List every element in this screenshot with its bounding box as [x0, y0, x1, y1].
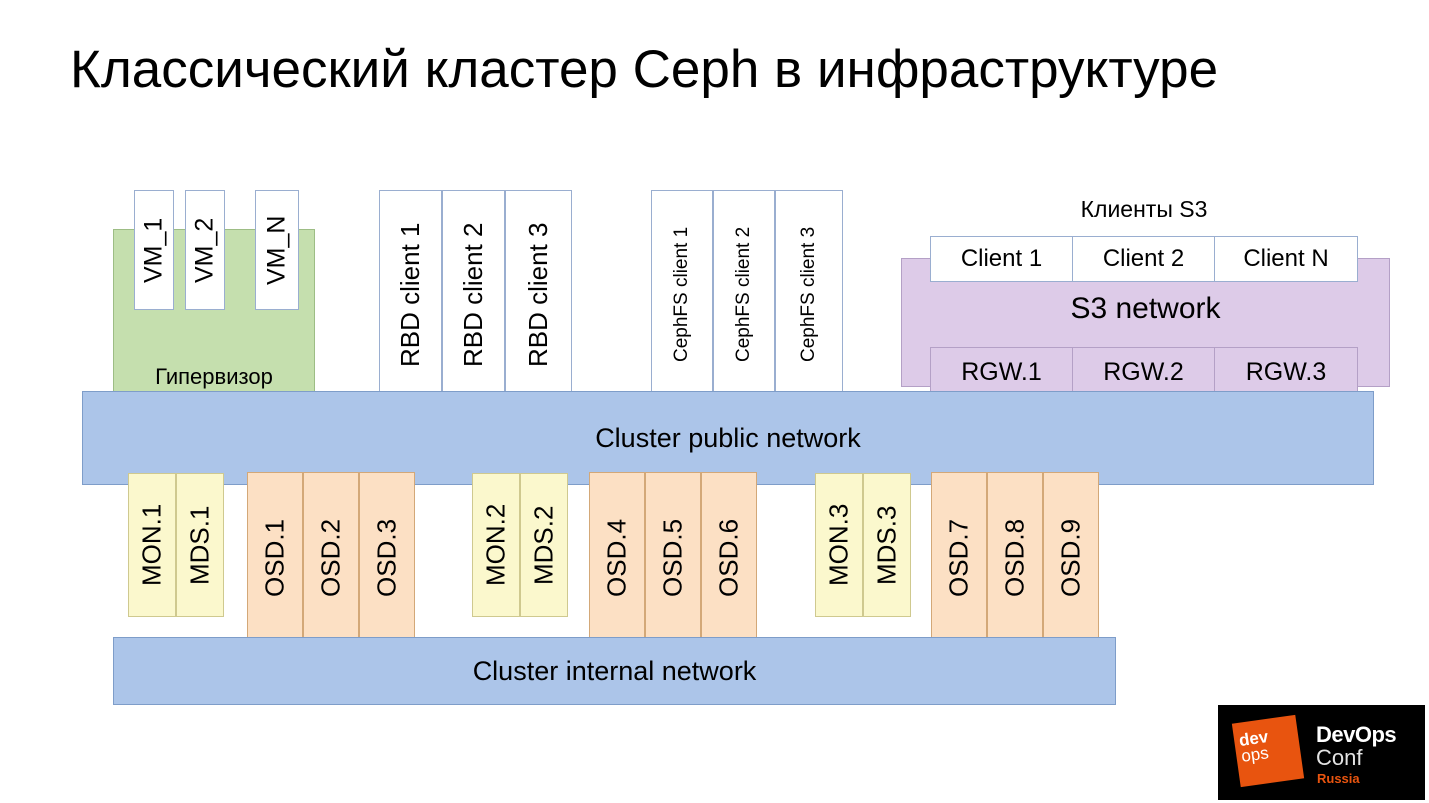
rbd-client-box-1[interactable]: RBD client 1	[379, 190, 442, 399]
daemon-box-osd[interactable]: OSD.1	[247, 472, 303, 643]
vm-label: VM_N	[262, 215, 291, 285]
rbd-client-label: RBD client 2	[458, 222, 488, 367]
rbd-client-label: RBD client 1	[395, 222, 425, 367]
rbd-client-box-2[interactable]: RBD client 2	[442, 190, 505, 399]
s3-clients-title: Клиенты S3	[1080, 196, 1208, 222]
daemon-label: MON.1	[136, 503, 167, 587]
rgw-label: RGW.2	[1103, 357, 1184, 386]
daemon-label: OSD.3	[371, 518, 402, 597]
daemon-box-osd[interactable]: OSD.8	[987, 472, 1043, 643]
daemon-label: MON.2	[480, 503, 511, 587]
rbd-client-label: RBD client 3	[523, 222, 553, 367]
cluster-internal-network-band: Cluster internal network	[113, 637, 1116, 705]
rgw-box-2[interactable]: RGW.2	[1072, 347, 1215, 397]
daemon-box-mon[interactable]: MON.3	[815, 473, 863, 617]
rgw-box-3[interactable]: RGW.3	[1214, 347, 1358, 397]
daemon-box-osd[interactable]: OSD.2	[303, 472, 359, 643]
vm-box-2[interactable]: VM_2	[185, 190, 225, 310]
daemon-label: OSD.6	[713, 518, 744, 597]
s3-client-label: Client 1	[960, 245, 1043, 272]
s3-client-box-2[interactable]: Client 2	[1072, 236, 1215, 282]
daemon-box-mds[interactable]: MDS.1	[176, 473, 224, 617]
daemon-label: OSD.9	[1055, 518, 1086, 597]
vm-box-n[interactable]: VM_N	[255, 190, 299, 310]
vm-box-1[interactable]: VM_1	[134, 190, 174, 310]
logo-word-conf: Conf	[1316, 745, 1363, 770]
daemon-box-mon[interactable]: MON.1	[128, 473, 176, 617]
s3-client-box-n[interactable]: Client N	[1214, 236, 1358, 282]
rgw-label: RGW.1	[961, 357, 1042, 386]
cephfs-client-box-3[interactable]: CephFS client 3	[775, 190, 843, 399]
cephfs-client-box-2[interactable]: CephFS client 2	[713, 190, 775, 399]
daemon-box-osd[interactable]: OSD.5	[645, 472, 701, 643]
cluster-public-network-band: Cluster public network	[82, 391, 1374, 485]
daemon-label: OSD.1	[259, 518, 290, 597]
daemon-label: MDS.3	[871, 505, 902, 585]
daemon-box-mds[interactable]: MDS.3	[863, 473, 911, 617]
rbd-client-box-3[interactable]: RBD client 3	[505, 190, 572, 399]
s3-client-label: Client 2	[1102, 245, 1185, 272]
daemon-box-osd[interactable]: OSD.6	[701, 472, 757, 643]
rgw-label: RGW.3	[1245, 357, 1327, 386]
daemon-label: MON.3	[823, 503, 854, 587]
cluster-public-network-label: Cluster public network	[595, 422, 861, 453]
daemon-box-osd[interactable]: OSD.3	[359, 472, 415, 643]
vm-label: VM_2	[190, 217, 219, 283]
cephfs-client-label: CephFS client 3	[798, 226, 819, 363]
devopsconf-logo: dev ops DevOps Conf Russia	[1218, 705, 1425, 800]
page-title: Классический кластер Ceph в инфраструкту…	[70, 40, 1219, 99]
daemon-box-osd[interactable]: OSD.9	[1043, 472, 1099, 643]
daemon-label: MDS.1	[184, 505, 215, 585]
daemon-label: OSD.8	[999, 518, 1030, 597]
daemon-label: OSD.7	[943, 518, 974, 597]
vm-label: VM_1	[139, 217, 168, 283]
cephfs-client-label: CephFS client 2	[733, 226, 754, 363]
daemon-box-osd[interactable]: OSD.4	[589, 472, 645, 643]
s3-client-label: Client N	[1243, 245, 1329, 272]
daemon-label: OSD.5	[657, 518, 688, 597]
rgw-box-1[interactable]: RGW.1	[930, 347, 1073, 397]
daemon-box-mon[interactable]: MON.2	[472, 473, 520, 617]
daemon-label: OSD.2	[315, 518, 346, 597]
daemon-label: MDS.2	[528, 505, 559, 585]
cephfs-client-label: CephFS client 1	[671, 226, 692, 363]
daemon-box-mds[interactable]: MDS.2	[520, 473, 568, 617]
s3-network-label: S3 network	[1070, 292, 1221, 325]
logo-word-russia: Russia	[1317, 771, 1360, 786]
hypervisor-label: Гипервизор	[155, 364, 273, 389]
daemon-label: OSD.4	[601, 518, 632, 597]
cluster-internal-network-label: Cluster internal network	[472, 655, 757, 686]
logo-word-devops: DevOps	[1316, 722, 1397, 747]
cephfs-client-box-1[interactable]: CephFS client 1	[651, 190, 713, 399]
daemon-box-osd[interactable]: OSD.7	[931, 472, 987, 643]
s3-client-box-1[interactable]: Client 1	[930, 236, 1073, 282]
